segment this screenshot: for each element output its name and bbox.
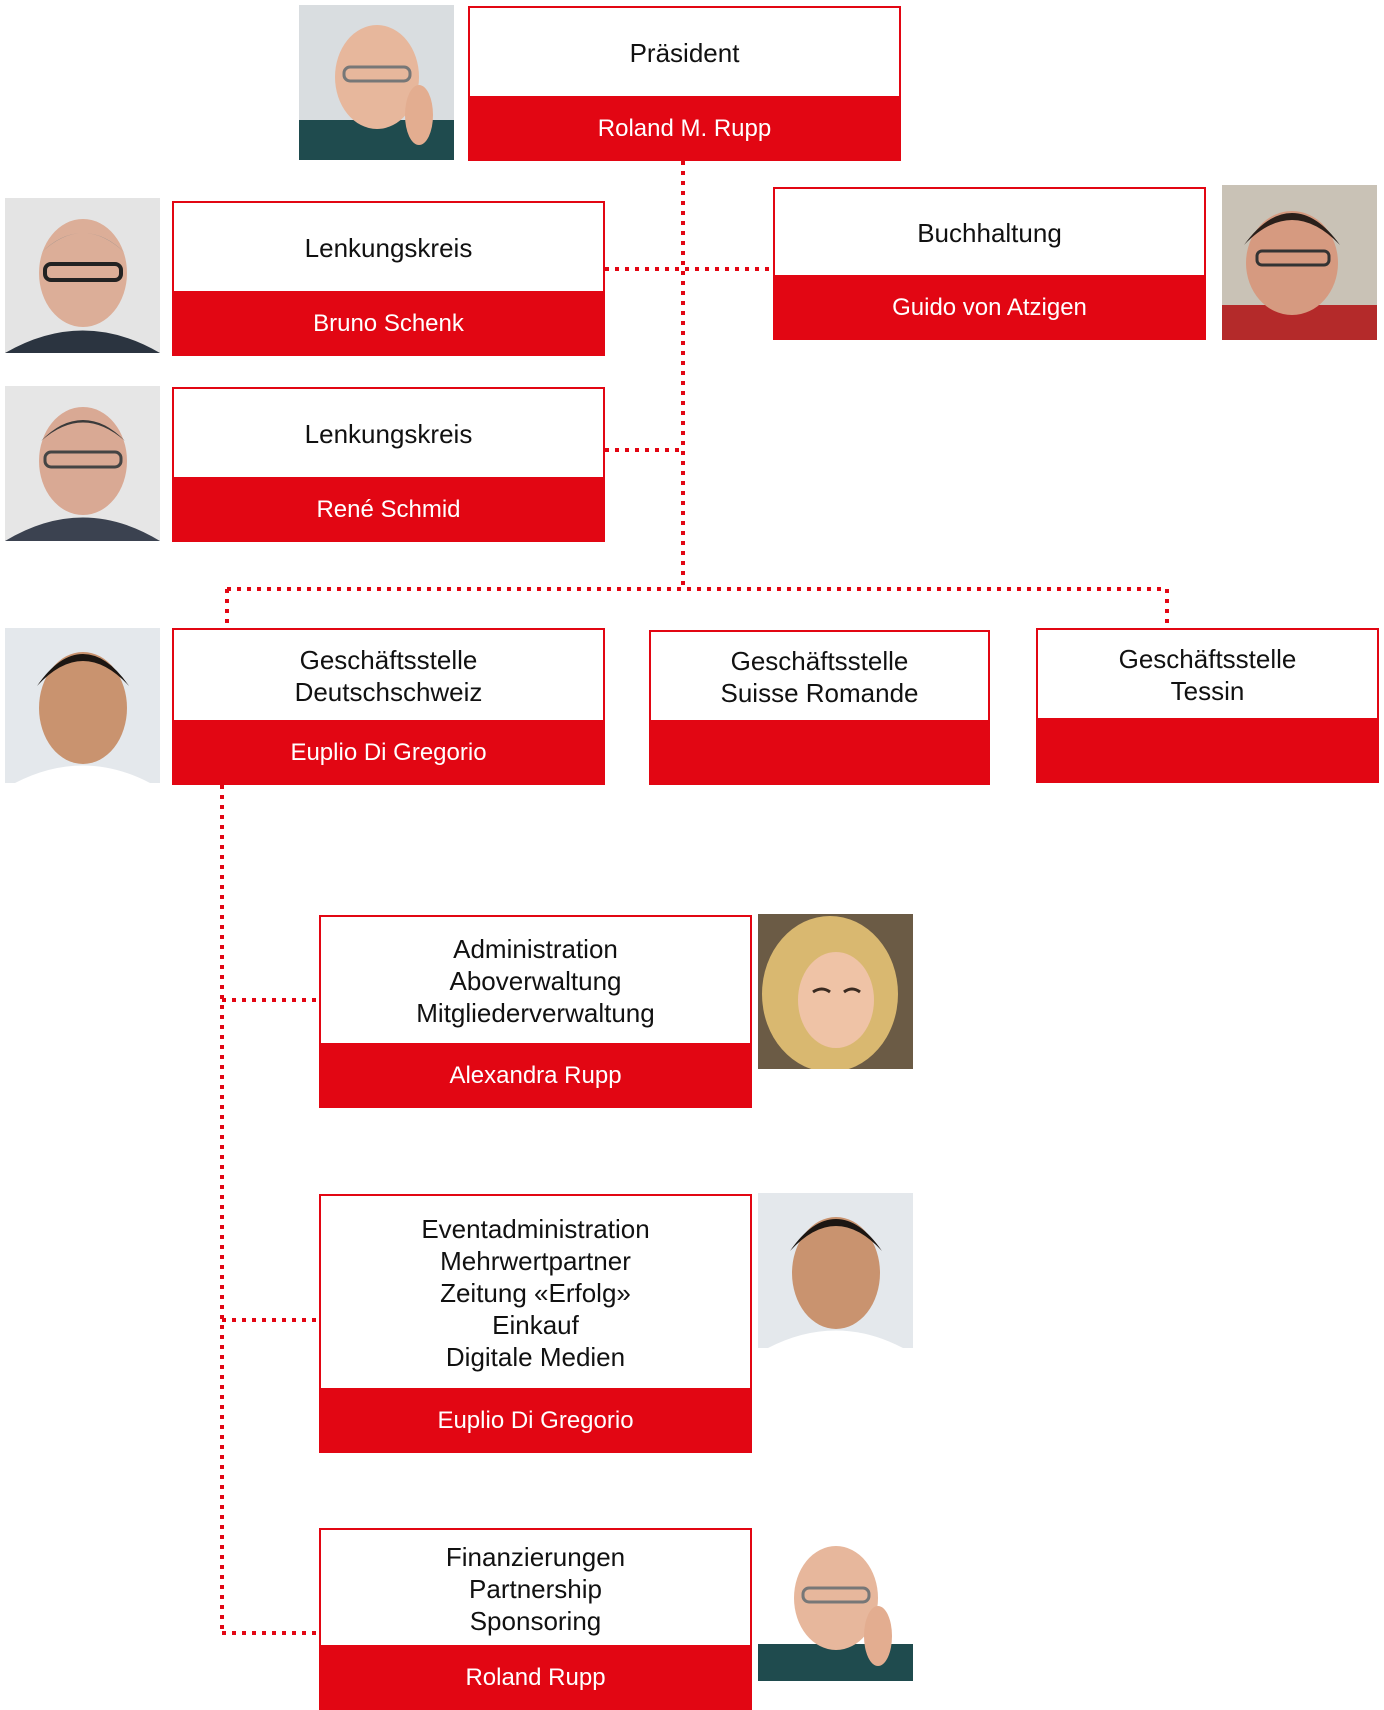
finance-photo xyxy=(758,1526,913,1681)
office-de-person: Euplio Di Gregorio xyxy=(172,720,605,785)
administration-person: Alexandra Rupp xyxy=(319,1043,752,1108)
administration-photo xyxy=(758,914,913,1069)
events-photo xyxy=(758,1193,913,1348)
steering-1-box: Lenkungskreis Bruno Schenk xyxy=(172,201,605,356)
steering-2-box: Lenkungskreis René Schmid xyxy=(172,387,605,542)
accounting-photo xyxy=(1222,185,1377,340)
steering-1-photo xyxy=(5,198,160,353)
steering-1-person: Bruno Schenk xyxy=(172,291,605,356)
events-person: Euplio Di Gregorio xyxy=(319,1388,752,1453)
office-romande-person xyxy=(649,720,990,785)
accounting-box: Buchhaltung Guido von Atzigen xyxy=(773,187,1206,340)
office-de-photo xyxy=(5,628,160,783)
accounting-role: Buchhaltung xyxy=(917,218,1062,248)
steering-1-role: Lenkungskreis xyxy=(304,233,473,263)
steering-2-person: René Schmid xyxy=(172,477,605,542)
office-tessin-person xyxy=(1036,718,1379,783)
president-role: Präsident xyxy=(629,38,740,68)
finance-person: Roland Rupp xyxy=(319,1645,752,1710)
steering-2-role: Lenkungskreis xyxy=(304,419,473,449)
president-photo xyxy=(299,5,454,160)
steering-2-photo xyxy=(5,386,160,541)
president-person: Roland M. Rupp xyxy=(468,96,901,161)
president-box: Präsident Roland M. Rupp xyxy=(468,6,901,161)
accounting-person: Guido von Atzigen xyxy=(773,275,1206,340)
